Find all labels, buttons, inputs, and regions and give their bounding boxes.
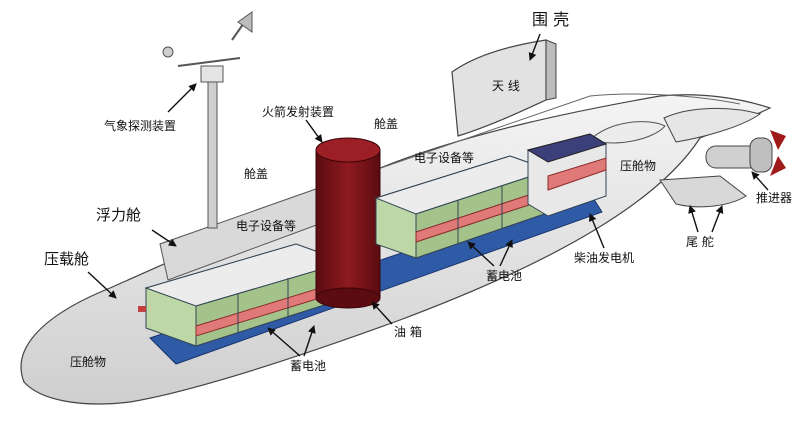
- label-battery-front: 蓄电池: [290, 359, 327, 373]
- arrow-shell: [528, 33, 541, 61]
- label-ballast-front: 压舱物: [70, 355, 107, 369]
- hull-rear-opening: [589, 121, 666, 144]
- mast: [207, 77, 218, 229]
- label-fuel-tank: 油 箱: [394, 325, 422, 339]
- arrow-rocket: [305, 119, 323, 143]
- label-ballast-rear: 压舱物: [620, 159, 657, 173]
- label-hatch-top: 舱盖: [374, 117, 399, 131]
- label-electronics-mid: 电子设备等: [236, 219, 297, 233]
- stern-fin: [659, 175, 747, 208]
- label-rocket: 火箭发射装置: [262, 105, 335, 119]
- arrow-rudder: [688, 205, 699, 233]
- battery-front-group: [144, 243, 348, 347]
- mast-head: [200, 65, 224, 83]
- arrow-battery-mid-1: [467, 241, 495, 267]
- arrow-battery-front-1: [267, 327, 301, 357]
- mast-arm: [177, 57, 241, 67]
- leader-lines: [87, 33, 769, 357]
- arrow-ballast: [87, 271, 117, 299]
- sail-side: [545, 39, 557, 101]
- rocket-launcher: [315, 137, 381, 309]
- label-electronics-top: 电子设备等: [414, 151, 475, 165]
- diesel-generator: [526, 133, 608, 217]
- arrow-diesel: [588, 213, 605, 249]
- thruster-unit: [705, 130, 786, 176]
- arrow-fuel: [371, 301, 393, 325]
- label-diesel: 柴油发电机: [574, 251, 635, 265]
- label-shell: 围 壳: [532, 10, 570, 29]
- anemometer-cup: [162, 46, 174, 58]
- label-hatch-mid: 舱盖: [244, 167, 269, 181]
- arrow-weather: [167, 83, 197, 113]
- arrow-battery-front-2: [303, 325, 316, 357]
- arrow-battery-mid-2: [499, 239, 513, 267]
- battery-mid-group: [374, 155, 552, 259]
- ballast-marker: [138, 306, 146, 312]
- label-antenna: 天 线: [492, 79, 520, 93]
- arrow-thruster: [751, 171, 769, 191]
- label-battery-mid: 蓄电池: [486, 269, 523, 283]
- top-fin: [663, 107, 762, 143]
- hull-deck-line: [159, 93, 741, 245]
- weather-vane: [237, 11, 253, 33]
- label-rudder: 尾 舵: [686, 235, 714, 249]
- label-ballast: 压载舱: [44, 250, 90, 268]
- label-thruster: 推进器: [756, 191, 793, 205]
- label-weather: 气象探测装置: [104, 119, 177, 133]
- arrow-buoyancy: [151, 229, 177, 247]
- label-buoyancy: 浮力舱: [96, 206, 142, 224]
- arrow-rudder-2: [711, 205, 724, 233]
